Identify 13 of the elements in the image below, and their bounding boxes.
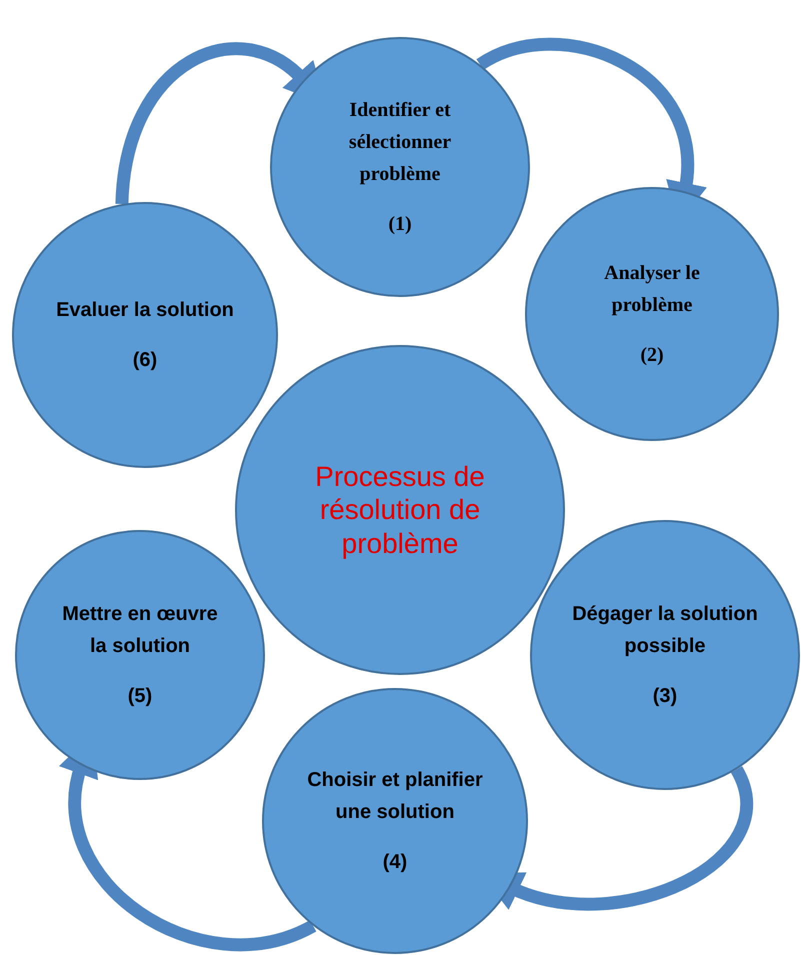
step-label: Dégager la solution possible	[572, 602, 758, 659]
step-label: Analyser le problème	[603, 261, 701, 318]
step-number: (2)	[640, 343, 664, 368]
step-number: (3)	[652, 684, 678, 709]
step-number: (5)	[128, 684, 152, 709]
step-label: Evaluer la solution	[56, 298, 234, 323]
step-label: Choisir et planifier une solution	[306, 768, 484, 825]
step-label: Identifier et sélectionner problème	[348, 98, 452, 187]
step-label: Mettre en œuvre la solution	[61, 602, 219, 659]
center-title: Processus de résolution de problème	[314, 460, 486, 560]
step-number: (6)	[132, 348, 158, 373]
step-number: (4)	[382, 850, 408, 875]
step-number: (1)	[388, 212, 412, 237]
